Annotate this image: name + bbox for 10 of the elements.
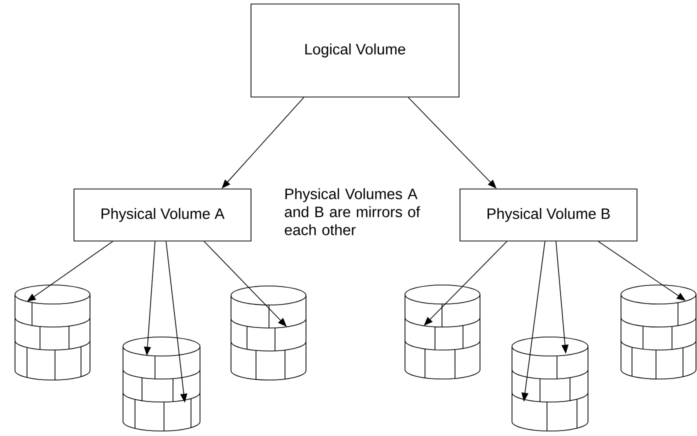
disk-cylinder bbox=[14, 284, 90, 380]
disk-cylinder bbox=[620, 284, 696, 380]
disk-cylinder bbox=[512, 336, 588, 432]
disk-cylinder bbox=[230, 286, 306, 380]
disk-cylinder bbox=[404, 284, 480, 380]
box: Logical Volume bbox=[250, 4, 460, 98]
note-text: Physical Volumes A and B are mirrors of each other bbox=[284, 188, 420, 236]
disk-cylinder bbox=[122, 336, 200, 432]
box: Physical Volume B bbox=[460, 188, 638, 242]
box: Physical Volume A bbox=[74, 188, 252, 242]
